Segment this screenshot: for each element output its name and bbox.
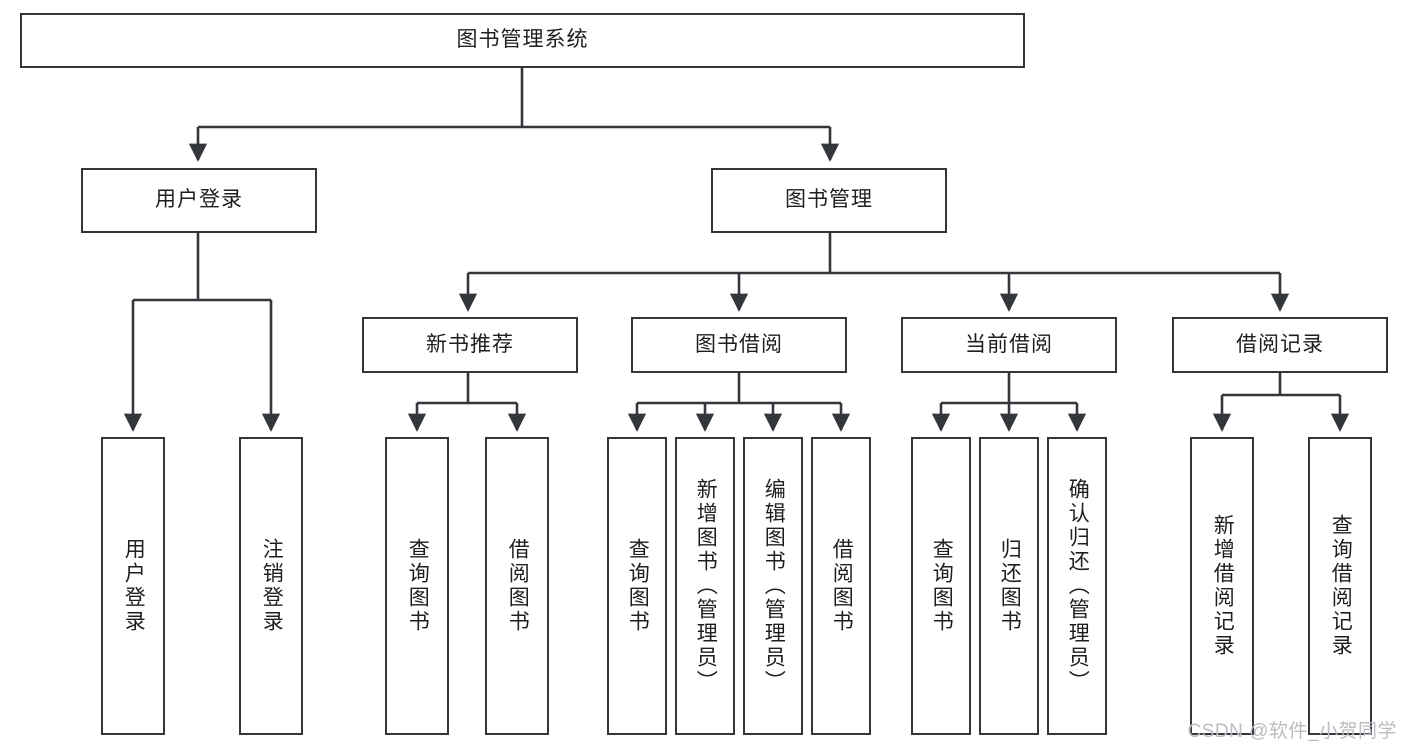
leaf-user-login-1[interactable]: 用户登录	[101, 437, 165, 735]
leaf-current-borrow-2-label: 归还图书	[998, 538, 1022, 634]
leaf-new-book-1-label: 查询图书	[406, 538, 430, 634]
node-book-management-label: 图书管理	[785, 188, 873, 212]
leaf-new-book-1[interactable]: 查询图书	[385, 437, 449, 735]
leaf-current-borrow-3-label: 确认归还（管理员）	[1066, 478, 1090, 694]
leaf-new-book-2-label: 借阅图书	[506, 538, 530, 634]
leaf-book-borrow-1[interactable]: 查询图书	[607, 437, 667, 735]
leaf-current-borrow-1-label: 查询图书	[930, 538, 954, 634]
leaf-user-login-2[interactable]: 注销登录	[239, 437, 303, 735]
leaf-book-borrow-4[interactable]: 借阅图书	[811, 437, 871, 735]
node-user-login-label: 用户登录	[155, 188, 243, 212]
node-current-borrow-label: 当前借阅	[965, 332, 1053, 356]
node-book-management[interactable]: 图书管理	[711, 168, 947, 233]
leaf-borrow-record-1[interactable]: 新增借阅记录	[1190, 437, 1254, 735]
node-current-borrow[interactable]: 当前借阅	[901, 317, 1117, 373]
leaf-book-borrow-4-label: 借阅图书	[830, 538, 854, 634]
leaf-current-borrow-1[interactable]: 查询图书	[911, 437, 971, 735]
leaf-borrow-record-2[interactable]: 查询借阅记录	[1308, 437, 1372, 735]
leaf-user-login-1-label: 用户登录	[122, 538, 146, 634]
leaf-book-borrow-2-label: 新增图书（管理员）	[694, 478, 718, 694]
node-new-book-recommend-label: 新书推荐	[426, 332, 514, 356]
csdn-watermark: CSDN @软件_小贺同学	[1187, 721, 1397, 742]
node-new-book-recommend[interactable]: 新书推荐	[362, 317, 578, 373]
leaf-book-borrow-3[interactable]: 编辑图书（管理员）	[743, 437, 803, 735]
leaf-borrow-record-2-label: 查询借阅记录	[1329, 514, 1353, 658]
leaf-current-borrow-2[interactable]: 归还图书	[979, 437, 1039, 735]
leaf-book-borrow-3-label: 编辑图书（管理员）	[762, 478, 786, 694]
node-borrow-record[interactable]: 借阅记录	[1172, 317, 1388, 373]
leaf-book-borrow-1-label: 查询图书	[626, 538, 650, 634]
leaf-borrow-record-1-label: 新增借阅记录	[1211, 514, 1235, 658]
leaf-user-login-2-label: 注销登录	[260, 538, 284, 634]
leaf-book-borrow-2[interactable]: 新增图书（管理员）	[675, 437, 735, 735]
node-root[interactable]: 图书管理系统	[20, 13, 1025, 68]
node-user-login[interactable]: 用户登录	[81, 168, 317, 233]
node-borrow-record-label: 借阅记录	[1236, 332, 1324, 356]
leaf-current-borrow-3[interactable]: 确认归还（管理员）	[1047, 437, 1107, 735]
leaf-new-book-2[interactable]: 借阅图书	[485, 437, 549, 735]
node-book-borrow-label: 图书借阅	[695, 332, 783, 356]
node-root-label: 图书管理系统	[456, 28, 589, 52]
node-book-borrow[interactable]: 图书借阅	[631, 317, 847, 373]
